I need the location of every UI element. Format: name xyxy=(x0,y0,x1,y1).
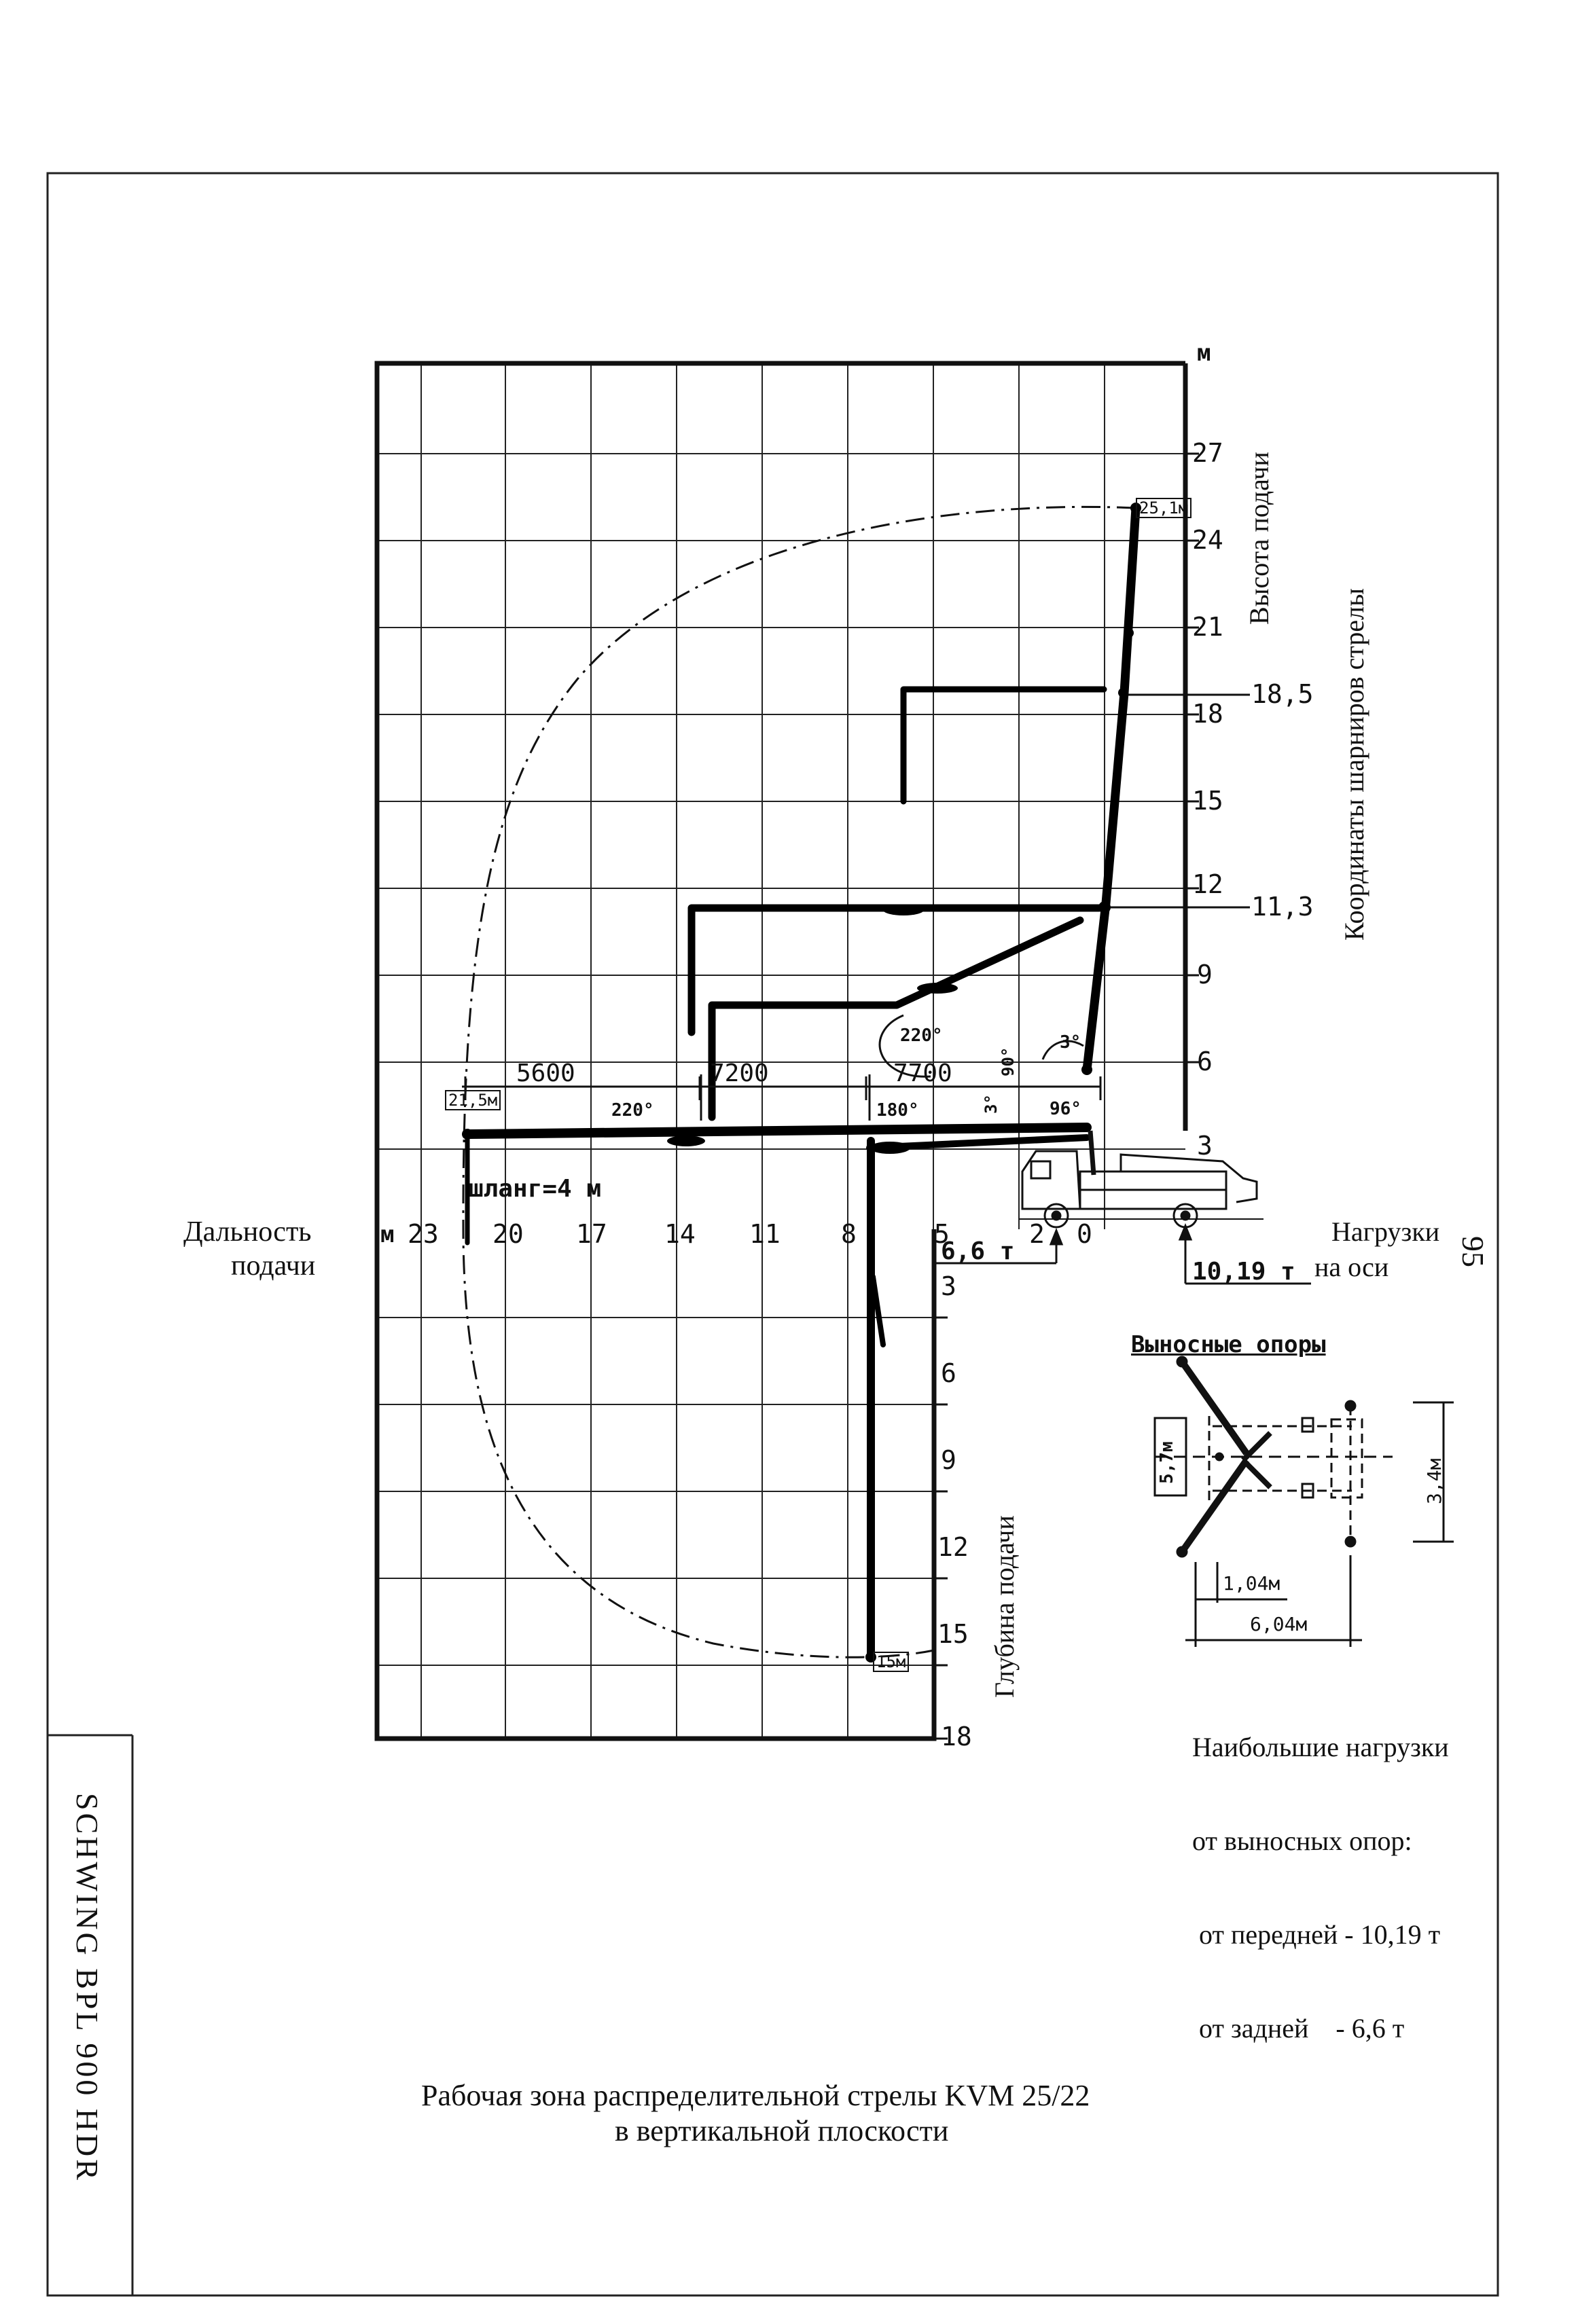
outrigger-note-line-2: от выносных опор: xyxy=(1192,1826,1412,1856)
reach-unit: м xyxy=(380,1221,395,1248)
reach-tick-20: 20 xyxy=(492,1219,524,1249)
angle-220-mid: 220° xyxy=(900,1025,943,1046)
axle-load-title-line-2: на оси xyxy=(1314,1252,1389,1282)
outrigger-dim-6-04: 6,04м xyxy=(1250,1613,1308,1635)
height-tick-27: 27 xyxy=(1192,438,1223,468)
max-depth-label: 15м xyxy=(873,1652,910,1672)
reach-tick-23: 23 xyxy=(408,1219,439,1249)
dimension-5600: 5600 xyxy=(516,1059,575,1087)
depth-tick-18: 18 xyxy=(941,1722,972,1751)
upper-grid xyxy=(377,363,1185,1229)
joint-axis-title: Координаты шарниров стрелы xyxy=(1339,588,1369,941)
reach-tick-14: 14 xyxy=(664,1219,696,1249)
dimension-7200: 7200 xyxy=(710,1059,769,1087)
reach-title-line-1: Дальность xyxy=(183,1216,312,1248)
height-axis-title: Высота подачи xyxy=(1244,452,1274,625)
page-frame xyxy=(46,172,1499,2297)
front-axle-load: 10,19 т xyxy=(1192,1258,1295,1286)
lower-frame xyxy=(374,1229,937,1741)
sidebar-title: SCHWING BPL 900 HDR xyxy=(70,1793,105,2183)
angle-180: 180° xyxy=(876,1100,919,1121)
outrigger-dim-1-04: 1,04м xyxy=(1223,1572,1280,1595)
height-tick-3: 3 xyxy=(1197,1131,1213,1161)
rear-axle-load: 6,6 т xyxy=(941,1237,1015,1265)
max-height-label: 25,1м xyxy=(1136,498,1192,518)
height-axis-ticks xyxy=(1185,452,1199,1064)
page-number: 95 xyxy=(1456,1236,1490,1267)
reach-tick-8: 8 xyxy=(841,1219,857,1249)
caption-line-1: Рабочая зона распределительной стрелы KV… xyxy=(421,2079,1090,2112)
hose-length-label: шланг=4 м xyxy=(469,1175,602,1203)
depth-tick-3: 3 xyxy=(941,1271,956,1301)
angle-3-upper: 3° xyxy=(1060,1032,1081,1053)
dimension-7700: 7700 xyxy=(893,1059,952,1087)
angle-220-left: 220° xyxy=(611,1100,654,1121)
depth-axis-ticks xyxy=(934,1316,948,1740)
reach-tick-11: 11 xyxy=(749,1219,781,1249)
upper-frame xyxy=(374,361,1185,1229)
height-tick-6: 6 xyxy=(1197,1047,1213,1076)
outrigger-dim-3-4: 3,4м xyxy=(1423,1458,1446,1504)
boom-dimension-line xyxy=(462,1074,1102,1121)
depth-tick-15: 15 xyxy=(937,1619,969,1649)
height-tick-9: 9 xyxy=(1197,960,1213,989)
axle-load-arrows xyxy=(936,1222,1311,1285)
depth-tick-6: 6 xyxy=(941,1358,956,1388)
height-tick-12: 12 xyxy=(1192,869,1223,899)
height-tick-15: 15 xyxy=(1192,786,1223,816)
reach-tick-17: 17 xyxy=(576,1219,607,1249)
outrigger-dim-5-7: 5,7м xyxy=(1157,1441,1177,1484)
max-reach-label: 21,5м xyxy=(445,1090,501,1110)
reach-tick-5: 5 xyxy=(934,1219,950,1249)
joint-mark-18-5: 18,5 xyxy=(1251,679,1314,709)
angle-96: 96° xyxy=(1050,1099,1081,1119)
depth-tick-12: 12 xyxy=(937,1532,969,1562)
angle-90: 90° xyxy=(999,1047,1018,1076)
outrigger-note-line-1: Наибольшие нагрузки xyxy=(1192,1732,1449,1762)
outrigger-notes: Наибольшие нагрузки от выносных опор: от… xyxy=(1192,1669,1449,2075)
outrigger-schematic xyxy=(1153,1356,1454,1647)
joint-mark-11-3: 11,3 xyxy=(1251,892,1314,922)
boom-positions xyxy=(464,503,1141,1661)
outrigger-note-line-4: от задней - 6,6 т xyxy=(1199,2013,1405,2044)
axle-load-title-line-1: Нагрузки xyxy=(1331,1216,1440,1247)
truck-icon xyxy=(1019,1130,1264,1229)
height-unit: м xyxy=(1197,340,1211,367)
lower-grid xyxy=(377,1229,934,1739)
caption-line-2: в вертикальной плоскости xyxy=(615,2114,949,2147)
outrigger-note-line-3: от передней - 10,19 т xyxy=(1199,1919,1441,1950)
angle-3-lower: 3° xyxy=(982,1094,1001,1114)
angle-arc-220-mid xyxy=(878,1014,931,1078)
depth-axis-title: Глубина подачи xyxy=(989,1515,1020,1698)
height-tick-21: 21 xyxy=(1192,612,1223,642)
reach-tick-2: 2 xyxy=(1029,1219,1045,1249)
height-tick-18: 18 xyxy=(1192,699,1223,729)
boom-joints xyxy=(462,503,1141,1663)
height-tick-24: 24 xyxy=(1192,525,1223,555)
depth-tick-9: 9 xyxy=(941,1445,956,1475)
outrigger-title: Выносные опоры xyxy=(1131,1331,1326,1358)
reach-tick-0: 0 xyxy=(1077,1219,1092,1249)
reach-title-line-2: подачи xyxy=(231,1250,316,1282)
angle-arc-3 xyxy=(1041,1040,1084,1060)
